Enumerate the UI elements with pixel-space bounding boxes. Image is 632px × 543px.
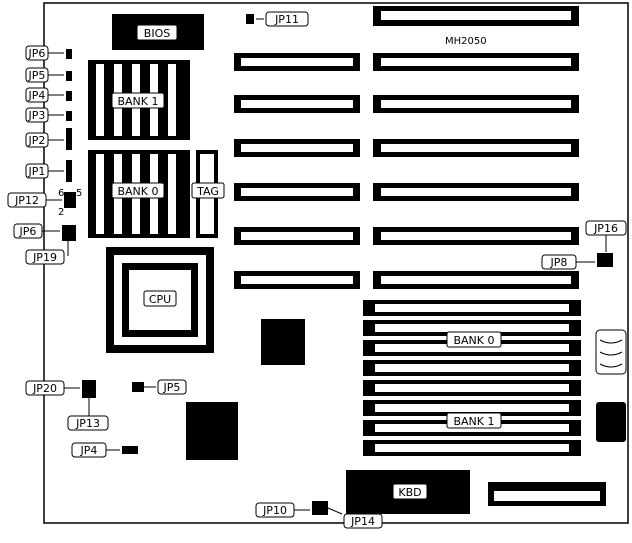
- jp8-jumper: JP8: [541, 254, 595, 270]
- jp10-label: JP10: [262, 504, 287, 517]
- jp5-label: JP5: [28, 69, 46, 82]
- jp11-jumper: JP11: [246, 11, 309, 27]
- tag-label: TAG: [196, 185, 219, 198]
- tag-chip: TAG: [191, 150, 225, 238]
- chipset: [261, 319, 305, 365]
- jp1-label: JP1: [28, 165, 46, 178]
- jp3-label: JP3: [28, 109, 46, 122]
- keyboard-connector: [596, 402, 626, 442]
- jp12-pin-5: 5: [76, 188, 82, 199]
- jp19-label: JP19: [32, 251, 57, 264]
- jp4-lower-jumper: JP4: [71, 442, 138, 458]
- jp8-label: JP8: [550, 256, 568, 269]
- power-connector: [488, 482, 606, 506]
- jp14-jumper: JP14: [327, 507, 383, 529]
- expansion-slots-right: [373, 53, 579, 289]
- board-model-label: MH2050: [445, 36, 487, 47]
- simm-bank-1-label: BANK 1: [453, 415, 494, 428]
- jp13-jumper: JP13: [67, 398, 109, 431]
- jp16-jumper: JP16: [585, 220, 627, 267]
- jp6-jumper: JP6: [13, 223, 76, 241]
- simm-bank-0-tag: [446, 331, 502, 348]
- jp19-jumper: JP19: [25, 241, 69, 265]
- jp20-label: JP20: [32, 382, 57, 395]
- jp12-pin-6: 6: [58, 188, 64, 199]
- jp4-top-label: JP4: [28, 89, 46, 102]
- expansion-slots-left: [234, 53, 360, 289]
- bios-label: BIOS: [144, 27, 170, 40]
- jp13-label: JP13: [75, 417, 100, 430]
- jp16-label: JP16: [593, 222, 618, 235]
- jp20-jumper: JP20: [25, 380, 96, 398]
- jp4-lower-label: JP4: [80, 444, 98, 457]
- jp6-top-label: JP6: [28, 47, 46, 60]
- simm-bank-0-label: BANK 0: [453, 334, 494, 347]
- cpu-socket: CPU: [106, 247, 214, 353]
- jp5-lower-label: JP5: [163, 381, 181, 394]
- cache-bank-1: BANK 1: [88, 60, 190, 140]
- cache-bank-0: BANK 0: [88, 150, 190, 238]
- simm-bank-1-tag: [446, 412, 502, 429]
- jp12-jumper: JP12 6 5 2: [7, 188, 82, 218]
- kbd-chip: KBD: [346, 470, 470, 514]
- cache-bank-1-label: BANK 1: [117, 95, 158, 108]
- jp11-label: JP11: [274, 13, 299, 26]
- jp2-label: JP2: [28, 134, 46, 147]
- jp14-label: JP14: [350, 515, 375, 528]
- jp6-label: JP6: [19, 225, 37, 238]
- jp10-jumper: JP10: [255, 501, 328, 518]
- jp5-lower-jumper: JP5: [132, 379, 187, 395]
- jp12-pin-2: 2: [58, 207, 64, 218]
- cpu-label: CPU: [149, 293, 171, 306]
- kbd-label: KBD: [398, 486, 421, 499]
- jp12-label: JP12: [14, 194, 39, 207]
- controller-chip: [186, 402, 238, 460]
- bios-chip: BIOS: [112, 14, 204, 50]
- cache-bank-0-label: BANK 0: [117, 185, 158, 198]
- battery: [595, 329, 627, 375]
- left-jumper-stack: JP6 JP5 JP4 JP3 JP2 JP1: [25, 45, 72, 182]
